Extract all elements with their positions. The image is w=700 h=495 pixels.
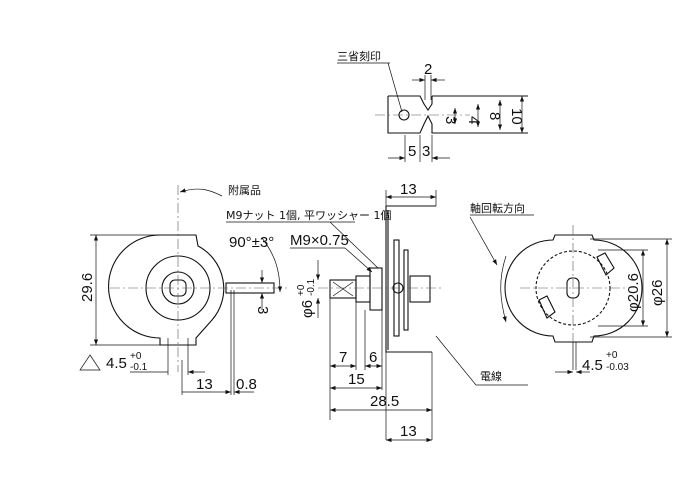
dia-outer: φ26 xyxy=(649,280,666,306)
tab-tol-minus: -0.03 xyxy=(606,362,629,373)
dim-10: 10 xyxy=(508,108,525,125)
dim-top-13: 13 xyxy=(400,181,417,198)
marking-label: 三省刻印 xyxy=(337,49,381,63)
front-view: 29.6 附属品 M9ナット 1個, 平ワッシャー 1個 90°±3° 3 4.… xyxy=(79,183,391,395)
dim-3: 3 xyxy=(442,116,459,124)
dim-4: 4 xyxy=(465,116,482,124)
dim-3b: 3 xyxy=(422,143,430,160)
dim-3-terminal: 3 xyxy=(254,306,271,314)
dim-15: 15 xyxy=(348,371,365,388)
tab-tol-plus: +0 xyxy=(606,350,618,361)
rear-view: φ20.6 φ26 軸回転方向 4.5 +0 -0.03 xyxy=(469,201,672,375)
shaft-dia: φ6 xyxy=(299,300,316,318)
dim-height: 29.6 xyxy=(79,273,96,302)
dim-slot-width: 2 xyxy=(424,61,432,78)
accessories-label: 附属品 xyxy=(228,183,261,197)
dia-inner: φ20.6 xyxy=(625,273,642,312)
angle: 90°±3° xyxy=(229,234,274,251)
dim-08: 0.8 xyxy=(236,376,257,393)
side-view: 13 M9×0.75 φ6 +0 -0.1 7 6 15 28.5 13 電線 xyxy=(290,181,528,443)
shaft-end-detail: 三省刻印 2 3 4 8 10 5 3 xyxy=(337,49,528,162)
thread: M9×0.75 xyxy=(290,232,349,249)
terminal-dim: 4.5 xyxy=(106,355,127,372)
accessories-detail: M9ナット 1個, 平ワッシャー 1個 xyxy=(226,209,391,222)
terminal-tol-minus: -0.1 xyxy=(130,362,148,373)
dim-6: 6 xyxy=(369,349,377,366)
shaft-tol-minus: -0.1 xyxy=(306,278,317,296)
dim-8: 8 xyxy=(486,112,503,120)
dim-7: 7 xyxy=(339,349,347,366)
wire-label: 電線 xyxy=(480,369,502,383)
tab-dim: 4.5 xyxy=(582,357,603,374)
shaft-tol-plus: +0 xyxy=(296,284,307,296)
dim-5: 5 xyxy=(408,143,416,160)
shaft-diameter: φ6 +0 -0.1 xyxy=(296,278,317,318)
dim-28-5: 28.5 xyxy=(370,393,399,410)
rotation-label: 軸回転方向 xyxy=(470,201,525,215)
dim-bottom-13: 13 xyxy=(400,423,417,440)
dim-13-left: 13 xyxy=(196,376,213,393)
terminal-tol-plus: +0 xyxy=(130,351,142,362)
